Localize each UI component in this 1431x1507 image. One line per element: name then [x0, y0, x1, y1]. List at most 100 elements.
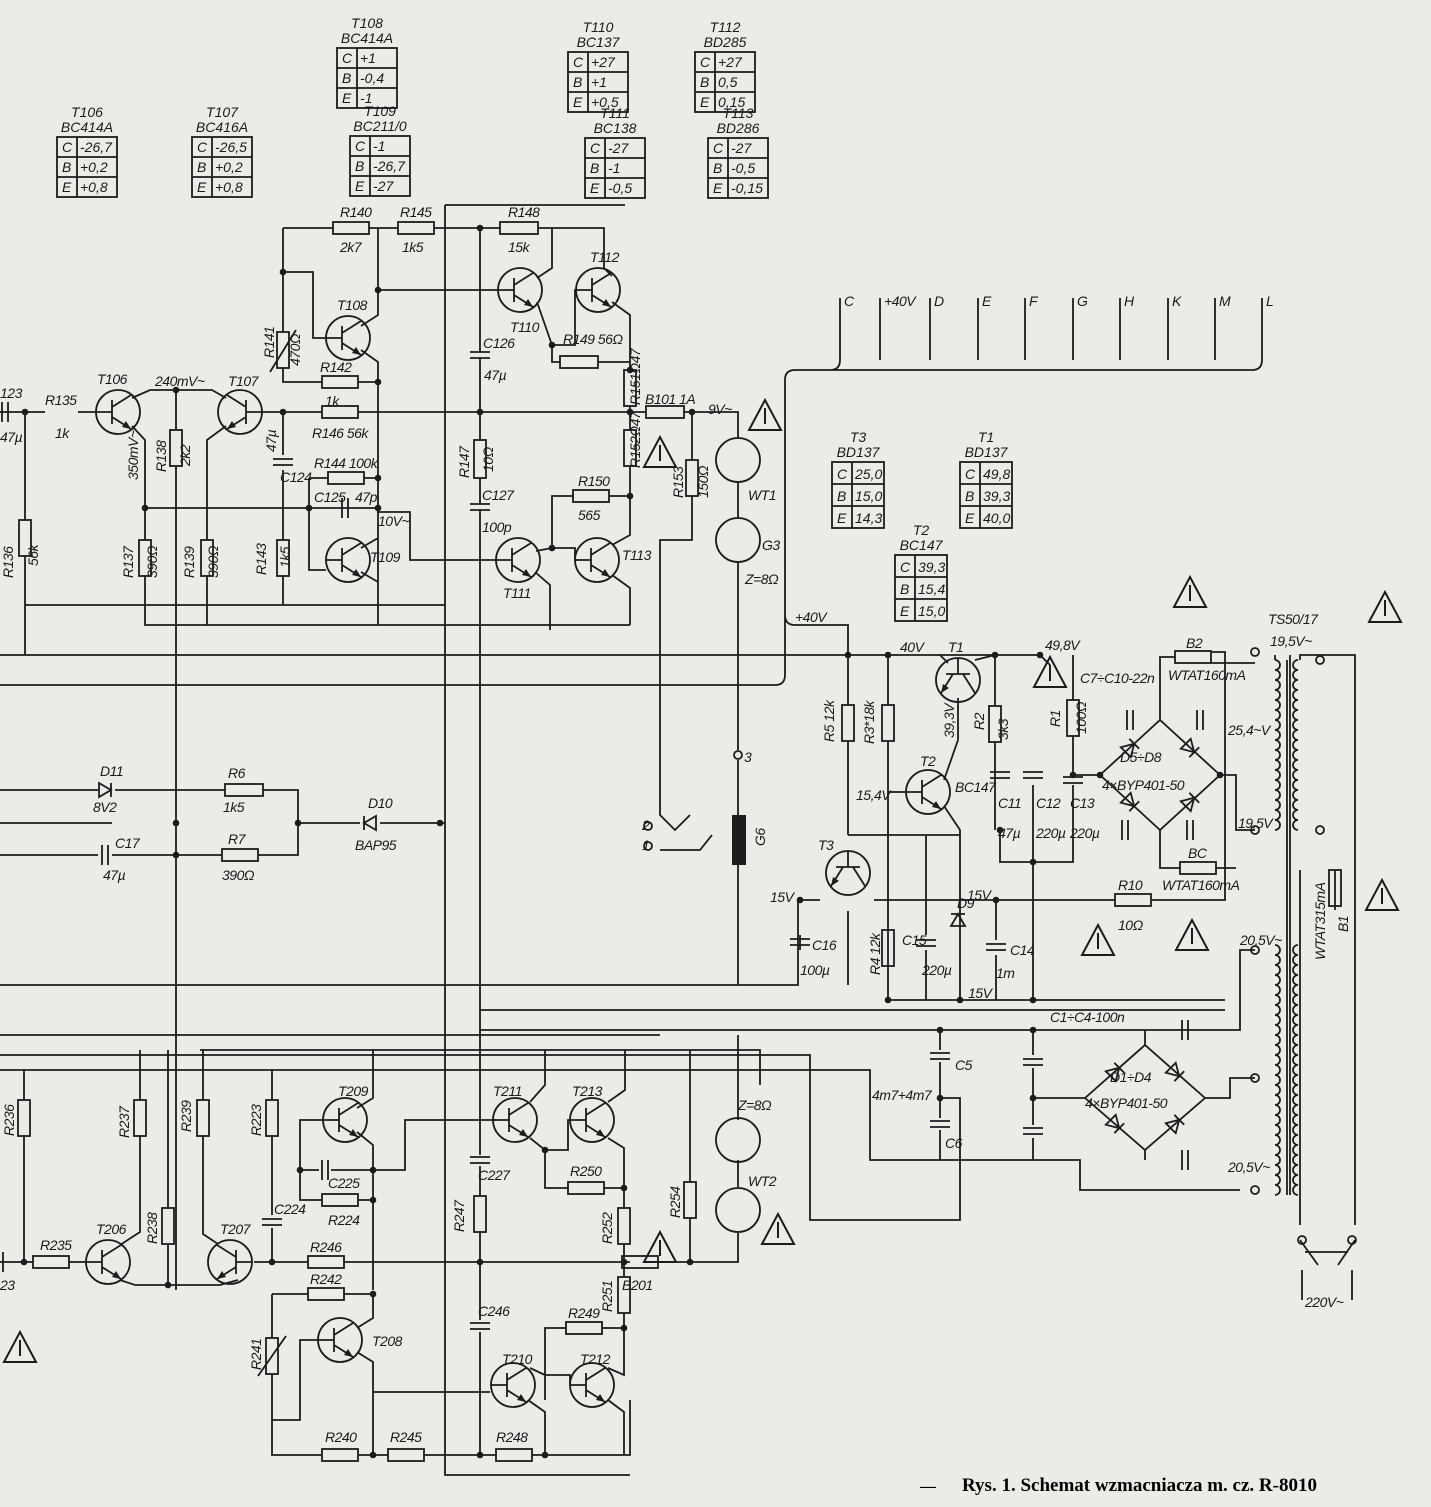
junction-dot — [305, 504, 313, 512]
junction-dot — [996, 826, 1004, 834]
resistor — [321, 405, 359, 419]
resistor — [307, 1287, 345, 1301]
label-t213: T213 — [572, 1083, 603, 1099]
junction-dot — [20, 1258, 28, 1266]
pin-label: C — [713, 140, 724, 156]
transformer-winding — [1274, 659, 1281, 831]
resistor — [473, 439, 487, 479]
capacitor — [1023, 771, 1043, 779]
pin-label: C — [197, 139, 208, 155]
voltage-value: +1 — [360, 50, 376, 66]
pin-label: E — [900, 603, 910, 619]
transistor-id: T1 — [978, 429, 994, 445]
resistor — [169, 429, 183, 467]
transistor-type: BC211/0 — [353, 118, 407, 134]
resistor — [200, 539, 214, 577]
label-r246: R246 — [310, 1239, 342, 1255]
label-r150: R150 — [578, 473, 610, 489]
diode-icon — [1104, 1062, 1125, 1083]
resistor — [221, 848, 259, 862]
resistor — [265, 1099, 279, 1137]
label-t212: T212 — [580, 1351, 611, 1367]
resistor — [307, 1255, 345, 1269]
voltage-value: +0,2 — [80, 159, 108, 175]
speaker-icon — [715, 1117, 761, 1163]
junction-dot — [1096, 771, 1104, 779]
junction-dot — [296, 1166, 304, 1174]
transformer-winding — [1274, 944, 1281, 1196]
bus-line-label: H — [1124, 293, 1135, 309]
transistor-id: T106 — [71, 104, 103, 120]
terminal — [1250, 647, 1260, 657]
junction-dot — [688, 408, 696, 416]
transistor-T211 — [492, 1097, 538, 1143]
trimmer-arrow — [269, 329, 297, 373]
voltage-value: 40,0 — [983, 510, 1010, 526]
warning-icon — [1032, 654, 1068, 688]
label-c225: C225 — [328, 1175, 360, 1191]
junction-dot — [620, 1324, 628, 1332]
label-r140v: 2k7 — [339, 239, 363, 255]
pin-label: E — [837, 510, 847, 526]
junction-dot — [626, 492, 634, 500]
label-d58: D5÷D8 — [1120, 749, 1162, 765]
label-r152: R152Ω47 — [627, 410, 643, 468]
junction-dot — [541, 1146, 549, 1154]
resistor — [683, 1181, 697, 1219]
resistor — [332, 221, 370, 235]
label-r240: R240 — [325, 1429, 357, 1445]
label-r252: R252 — [599, 1212, 615, 1244]
transistor-type: BC147 — [900, 537, 944, 553]
junction-dot — [164, 1281, 172, 1289]
label-r135: R135 — [45, 392, 77, 408]
label-t111: T111 — [503, 585, 531, 601]
voltage-value: -27 — [373, 178, 394, 194]
label-bc: BC — [1188, 845, 1208, 861]
label-r139: R139 — [181, 546, 197, 578]
label-v220: 220V~ — [1304, 1294, 1344, 1310]
resistor — [567, 1181, 605, 1195]
label-r153: R153 — [670, 466, 686, 498]
transistor-T113 — [574, 537, 620, 583]
label-c125v: 47p — [355, 489, 378, 505]
label-r139v: 390Ω — [205, 545, 221, 578]
capacitor — [930, 1052, 950, 1060]
label-r249: R249 — [568, 1305, 600, 1321]
transistor-T109 — [325, 537, 371, 583]
label-c123: 123 — [0, 385, 23, 401]
junction-dot — [1216, 771, 1224, 779]
warning-icon — [747, 397, 783, 431]
label-r10v: 10Ω — [1118, 917, 1144, 933]
junction-dot — [369, 1290, 377, 1298]
resistor — [327, 471, 365, 485]
transformer-winding — [1292, 659, 1299, 831]
warning-icon — [1364, 877, 1400, 911]
bus-line-label: L — [1266, 293, 1273, 309]
pin-label: B — [713, 160, 722, 176]
label-r245: R245 — [390, 1429, 422, 1445]
transistor-T108 — [325, 315, 371, 361]
label-r223: R223 — [248, 1104, 264, 1136]
label-t109: T109 — [370, 549, 401, 565]
label-t1: T1 — [948, 639, 963, 655]
label-d14v: 4×BYP401-50 — [1085, 1095, 1168, 1111]
resistor — [559, 355, 599, 369]
voltage-value: 39,3 — [918, 559, 945, 575]
label-r145v: 1k5 — [402, 239, 424, 255]
label-r146: R146 56k — [312, 425, 369, 441]
resistor — [499, 221, 539, 235]
pin-label: B — [590, 160, 599, 176]
transistor-id: T2 — [913, 522, 930, 538]
label-v205a: 20,5V~ — [1239, 932, 1282, 948]
transistor-type: BC414A — [341, 30, 393, 46]
pin-label: E — [590, 180, 600, 196]
terminal — [1250, 945, 1260, 955]
label-c12v: 220µ — [1035, 825, 1066, 841]
voltage-value: -0,5 — [731, 160, 755, 176]
label-g3: G3 — [762, 537, 780, 553]
label-t2: T2 — [920, 753, 936, 769]
label-r143v: 1k5 — [277, 546, 293, 568]
